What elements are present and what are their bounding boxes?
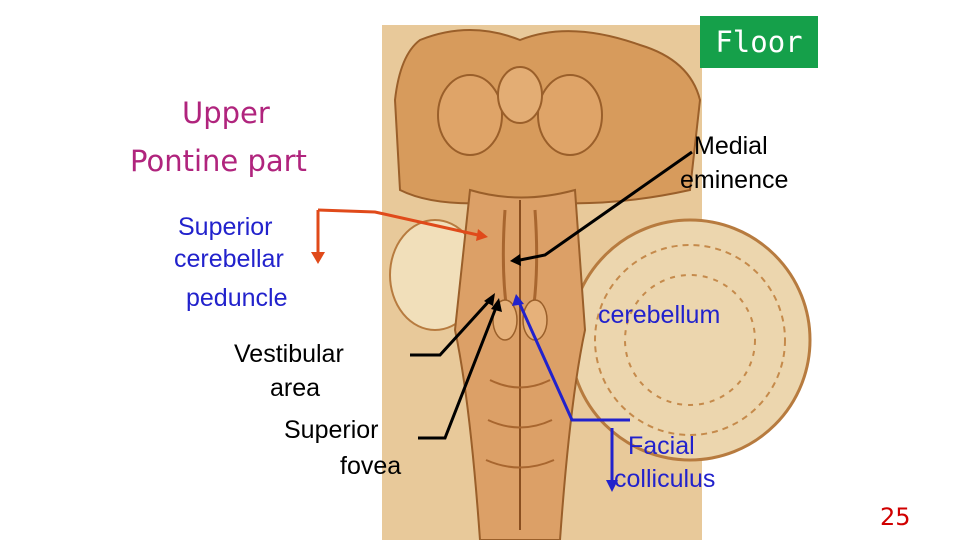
- facial-colliculus-pointer: [516, 299, 630, 422]
- label-superior-fovea-2: fovea: [340, 452, 402, 480]
- slide-title-line1: Upper: [182, 96, 270, 130]
- superior-fovea-arrowhead: [491, 298, 502, 312]
- label-superior-cerebellar-2: cerebellar: [174, 245, 284, 273]
- cerebellum-folia: [594, 244, 786, 436]
- vestibular-pointer: [410, 298, 492, 357]
- label-vestibular-2: area: [270, 374, 321, 402]
- slide-title-line2: Pontine part: [130, 144, 307, 178]
- label-facial-1: Facial: [628, 432, 695, 460]
- page-number: 25: [880, 503, 911, 531]
- label-medial-eminence-1: Medial: [694, 132, 768, 160]
- brainstem-ridge-1: [489, 379, 551, 389]
- label-facial-2: colliculus: [614, 465, 716, 493]
- facial-colliculus-arrowhead-up: [512, 294, 524, 306]
- medial-eminence-arrowhead: [510, 254, 521, 266]
- pineal-region-shape: [497, 66, 543, 124]
- cerebellum-folia-inner: [624, 274, 756, 406]
- colliculus-left-shape: [437, 74, 503, 156]
- label-cerebellum: cerebellum: [598, 301, 721, 329]
- peduncle-pointer-right: [317, 208, 479, 237]
- colliculus-right-shape: [537, 74, 603, 156]
- peduncle-arrowhead-down: [311, 252, 325, 264]
- label-superior-cerebellar-1: Superior: [178, 213, 273, 241]
- label-medial-eminence-2: eminence: [680, 166, 789, 194]
- superior-fovea-pointer: [418, 304, 499, 440]
- facial-colliculus-arrowhead-down: [606, 480, 618, 492]
- floor-badge: Floor: [700, 16, 818, 68]
- peduncle-arrowhead-right: [476, 229, 488, 241]
- label-superior-cerebellar-3: peduncle: [186, 284, 288, 312]
- label-vestibular-1: Vestibular: [234, 340, 344, 368]
- brainstem-ridge-3: [485, 459, 555, 469]
- vestibular-arrowhead: [484, 293, 495, 306]
- cerebellum-section: [568, 218, 812, 462]
- brainstem-ridge-2: [487, 419, 553, 429]
- label-superior-fovea-1: Superior: [284, 416, 379, 444]
- medial-eminence-pointer: [519, 150, 693, 262]
